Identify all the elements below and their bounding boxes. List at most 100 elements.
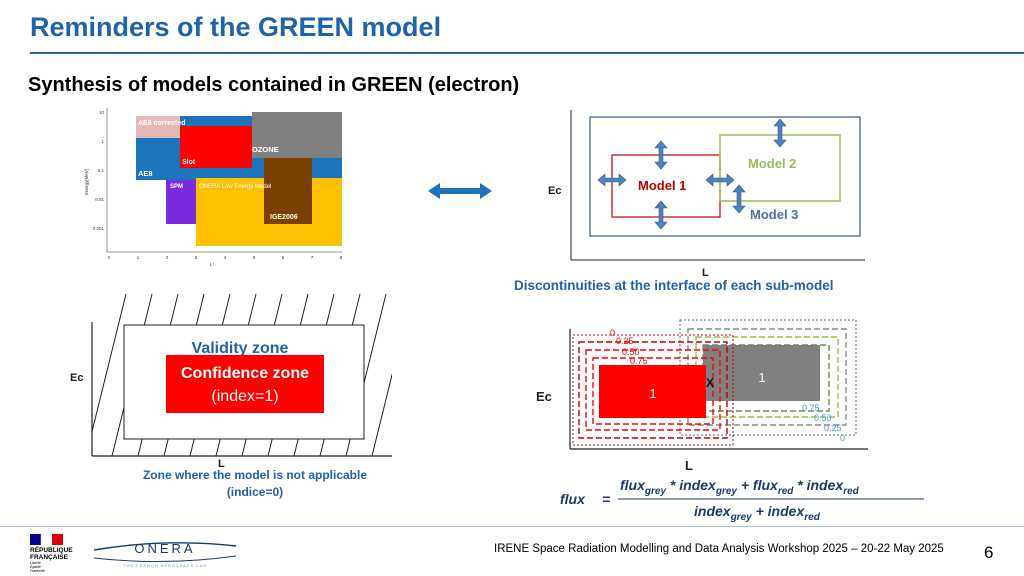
slot-region	[180, 126, 252, 168]
onera-low-label: ONERA Low Energy Model	[199, 184, 271, 190]
red-index-050-box	[585, 349, 721, 431]
rf-line2: FRANÇAISE	[30, 554, 68, 561]
intersection-x: X	[706, 376, 714, 390]
ae8-label: AE8	[138, 169, 153, 178]
hatch-line	[92, 294, 127, 434]
red-index-075-box	[592, 357, 714, 425]
ae8-corrected-label: AE8 corrected	[138, 120, 185, 127]
title-divider	[30, 52, 1024, 54]
x-tick-label: 7	[311, 255, 314, 260]
y-tick-label: 0.001	[93, 226, 105, 231]
x-tick-label: 5	[253, 255, 256, 260]
ige2006-label: IGE2006	[270, 214, 298, 221]
x-tick-label: 1	[137, 255, 140, 260]
leftright-arrow-icon	[597, 173, 627, 187]
slot-label: Slot	[182, 159, 196, 166]
x-axis-label: L	[685, 458, 693, 473]
onera-logo: ONERA THE FRENCH AEROSPACE LAB	[93, 541, 237, 568]
grey-level-label: 0.50	[814, 413, 832, 423]
grey-level-label: 0.75	[802, 403, 820, 413]
grey-index-050-box	[695, 336, 839, 418]
formula-lhs: flux	[560, 491, 586, 507]
grey-level-label: 0	[840, 433, 845, 443]
x-tick-label: 8	[340, 255, 343, 260]
updown-arrow-icon	[654, 140, 668, 170]
red-level-label: 0.50	[622, 347, 640, 357]
ozone-region	[252, 112, 342, 158]
republique-francaise-logo: RÉPUBLIQUE FRANÇAISE Liberté Égalité Fra…	[30, 534, 80, 574]
page-subtitle: Synthesis of models contained in GREEN (…	[28, 74, 520, 96]
flux-formula: flux = fluxgrey * indexgrey + fluxred * …	[560, 477, 924, 523]
leftright-arrow-icon	[705, 173, 735, 187]
rf-line1: RÉPUBLIQUE	[30, 547, 73, 554]
model3-box	[589, 116, 861, 237]
red-index-025-box	[578, 341, 728, 439]
hatch-line	[371, 372, 392, 456]
rf-motto-1: Liberté	[30, 561, 41, 565]
footer-text: IRENE Space Radiation Modelling and Data…	[494, 543, 944, 555]
page-number: 6	[984, 543, 994, 562]
red-index-0-box	[572, 334, 734, 446]
red-zone	[599, 365, 706, 418]
y-tick-label: 10	[99, 110, 105, 115]
spm-region	[166, 180, 196, 224]
onera-wordmark: ONERA	[134, 541, 195, 556]
validity-diagram: Validity zone Confidence zone (index=1) …	[70, 294, 392, 470]
red-level-labels: 00.250.500.75	[610, 328, 648, 366]
confidence-index-label: (index=1)	[211, 388, 278, 405]
grey-level-label: 0.25	[824, 423, 842, 433]
grey-value: 1	[758, 370, 765, 385]
y-axis-label: Ec	[536, 389, 552, 404]
ae8-corrected-region	[136, 116, 180, 138]
y-axis-label: Ec	[548, 185, 561, 197]
y-tick-label: 1	[101, 139, 104, 144]
y-tick-label: 0.01	[95, 197, 104, 202]
model2-label: Model 2	[748, 156, 796, 171]
red-value: 1	[649, 386, 656, 401]
formula-numerator: fluxgrey * indexgrey + fluxred * indexre…	[620, 477, 860, 497]
rf-motto-2: Égalité	[30, 565, 41, 569]
submodels-diagram: Model 1 Model 2 Model 3 Ec L	[548, 110, 865, 279]
y-tick-label: 0.1	[98, 168, 105, 173]
x-axis-label: L*	[210, 262, 215, 267]
red-level-label: 0	[610, 328, 615, 338]
footer-divider	[0, 526, 1024, 527]
confidence-zone-box	[166, 355, 324, 413]
updown-arrow-icon	[732, 184, 746, 214]
double-arrow-icon	[428, 183, 492, 199]
models-map-chart: AE8 corrected Slot OZONE AE8 SPM ONERA L…	[84, 108, 343, 267]
model3-label: Model 3	[750, 207, 798, 222]
rf-motto-3: Fraternité	[30, 569, 45, 573]
red-level-label: 0.25	[616, 336, 634, 346]
page-title: Reminders of the GREEN model	[30, 12, 442, 42]
y-axis-label: Energy[MeV]	[84, 169, 89, 195]
validity-zone-label: Validity zone	[192, 340, 289, 357]
red-level-label: 0.75	[630, 356, 648, 366]
onera-tagline: THE FRENCH AEROSPACE LAB	[123, 563, 207, 568]
x-tick-label: 0	[108, 255, 111, 260]
x-tick-label: 6	[282, 255, 285, 260]
grey-level-labels: 0.750.500.250	[802, 403, 845, 443]
ozone-label: OZONE	[252, 145, 279, 154]
formula-equals: =	[602, 491, 610, 507]
y-axis-label: Ec	[70, 372, 83, 384]
x-tick-label: 2	[166, 255, 169, 260]
marianne-icon	[30, 534, 63, 545]
model1-label: Model 1	[638, 178, 686, 193]
x-axis-label: L	[702, 267, 709, 279]
index-diagram: 1 1 X 00.250.500.75 0.750.500.250 Ec L	[536, 319, 868, 473]
submodels-caption: Discontinuities at the interface of each…	[514, 278, 834, 293]
updown-arrow-icon	[654, 200, 668, 230]
spm-label: SPM	[170, 184, 183, 190]
confidence-zone-label: Confidence zone	[181, 365, 309, 382]
x-tick-label: 3	[195, 255, 198, 260]
formula-denominator: indexgrey + indexred	[694, 503, 821, 523]
grey-zone	[703, 345, 820, 401]
updown-arrow-icon	[773, 118, 787, 148]
validity-caption-line1: Zone where the model is not applicable	[142, 468, 368, 482]
x-tick-label: 4	[224, 255, 227, 260]
validity-caption-line2: (indice=0)	[226, 485, 284, 499]
x-axis-label: L	[218, 458, 225, 470]
rf-motto: Liberté Égalité Fraternité	[30, 561, 80, 573]
validity-caption: Zone where the model is not applicable (…	[120, 467, 390, 501]
